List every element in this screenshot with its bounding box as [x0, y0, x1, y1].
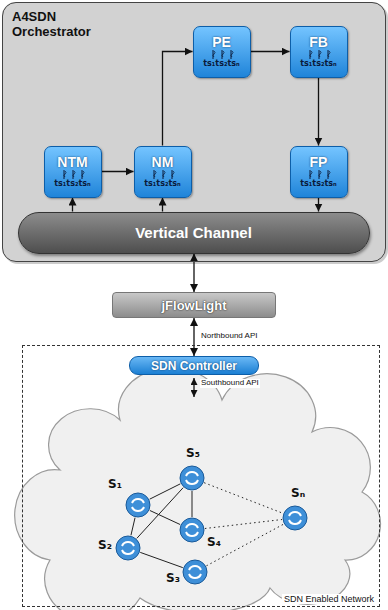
flow-arrow	[251, 51, 290, 52]
switch-node: S₂	[115, 535, 141, 561]
timeseries-icon	[58, 169, 88, 180]
timestamp-label: ts₁ts₂tsₙ	[300, 60, 336, 68]
module-box: PE ts₁ts₂tsₙ	[193, 26, 251, 78]
switch-label: S₂	[98, 539, 112, 551]
switch-label: Sₙ	[291, 487, 305, 499]
flow-arrow	[72, 198, 73, 212]
flow-arrow	[102, 171, 134, 172]
timeseries-icon	[304, 169, 334, 180]
switch-node: S₄	[179, 517, 205, 543]
timeseries-icon	[207, 49, 237, 60]
network-link	[205, 520, 282, 529]
switch-node: S₅	[179, 465, 205, 491]
switch-node: S₁	[125, 492, 151, 518]
switch-icon	[179, 465, 205, 491]
flow-arrow	[318, 198, 319, 212]
network-link	[131, 518, 135, 536]
network-link	[204, 483, 283, 514]
band-label: jFlowLight	[162, 298, 227, 313]
flow-arrow	[162, 198, 163, 212]
timestamp-label: ts₁ts₂tsₙ	[144, 180, 180, 188]
library-band: jFlowLight	[112, 292, 276, 318]
flow-arrow	[193, 318, 194, 356]
switch-icon	[125, 492, 151, 518]
api-label: Southbound API	[200, 379, 260, 388]
flow-arrow	[318, 78, 319, 146]
network-link	[192, 491, 193, 517]
band-label: SDN Controller	[151, 359, 237, 373]
module-name: FP	[310, 155, 328, 170]
module-box: FP ts₁ts₂tsₙ	[290, 146, 348, 198]
module-box: FB ts₁ts₂tsₙ	[290, 26, 348, 78]
module-name: PE	[212, 35, 231, 50]
module-name: NM	[152, 155, 174, 170]
switch-node: S₃	[182, 559, 208, 585]
module-box: NM ts₁ts₂tsₙ	[134, 146, 192, 198]
timeseries-icon	[148, 169, 178, 180]
orchestrator-panel: A4SDN OrchestratorNTMts₁ts₂tsₙNMts₁ts₂ts…	[2, 2, 386, 262]
switch-icon	[115, 535, 141, 561]
network-cloud	[15, 368, 381, 610]
controller-band: SDN Controller	[129, 356, 259, 375]
switch-node: Sₙ	[282, 505, 308, 531]
network-link	[150, 484, 181, 499]
module-box: NTM ts₁ts₂tsₙ	[44, 146, 102, 198]
band-label: Vertical Channel	[135, 224, 252, 241]
southbound-arrow	[193, 378, 194, 397]
timeseries-icon	[304, 49, 334, 60]
switch-icon	[179, 517, 205, 543]
timestamp-label: ts₁ts₂tsₙ	[54, 180, 90, 188]
switch-label: S₄	[207, 536, 221, 548]
region-heading: A4SDN Orchestrator	[12, 10, 104, 40]
switch-label: S₅	[186, 447, 200, 459]
flow-arrow	[193, 254, 194, 293]
timestamp-label: ts₁ts₂tsₙ	[300, 180, 336, 188]
region-heading: SDN Enabled Network	[282, 594, 376, 604]
channel-band: Vertical Channel	[18, 212, 370, 254]
panel-fill	[2, 2, 386, 262]
module-name: FB	[309, 35, 328, 50]
switch-icon	[282, 505, 308, 531]
flow-arrow	[163, 52, 193, 146]
edge-label: Northbound API	[200, 332, 258, 341]
network-link	[150, 510, 180, 524]
module-name: NTM	[57, 155, 87, 170]
network-link	[206, 524, 283, 566]
timestamp-label: ts₁ts₂tsₙ	[203, 60, 239, 68]
network-link	[140, 552, 183, 567]
switch-label: S₃	[166, 572, 180, 584]
switch-label: S₁	[108, 478, 122, 490]
switch-icon	[182, 559, 208, 585]
